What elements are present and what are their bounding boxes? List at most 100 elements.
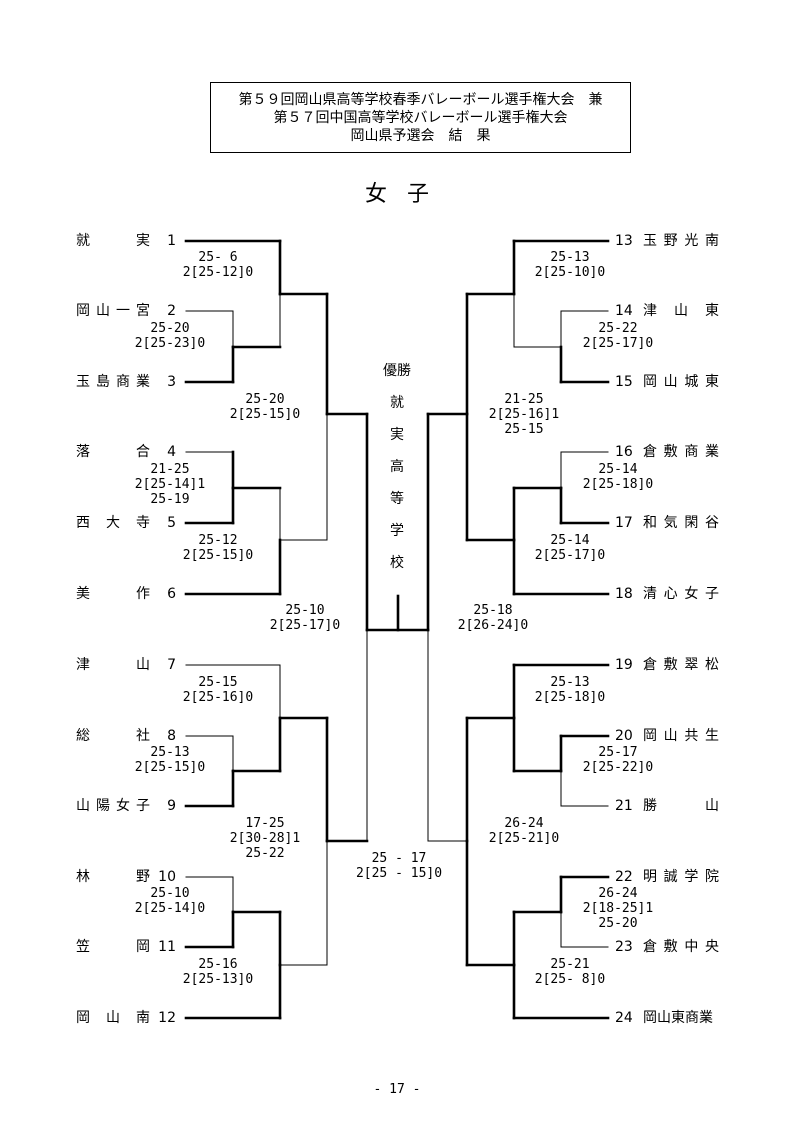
score-line: 25-22 bbox=[245, 846, 285, 861]
score-line: 25-13 bbox=[150, 745, 190, 760]
score-line: 2[18-25]1 bbox=[582, 901, 654, 916]
champion-char: 実 bbox=[390, 427, 404, 443]
team-number: 6 bbox=[167, 586, 176, 602]
score-line: 25-22 bbox=[598, 321, 638, 336]
score-line: 25-20 bbox=[245, 392, 285, 407]
score-line: 2[25-17]0 bbox=[269, 618, 341, 633]
score-line: 25-10 bbox=[285, 603, 325, 618]
team-entry-left: 総社 8 bbox=[76, 728, 176, 744]
score-line: 2[30-28]1 bbox=[229, 831, 301, 846]
team-number: 24 bbox=[615, 1010, 633, 1026]
team-number: 8 bbox=[167, 728, 176, 744]
score-line: 2[25-13]0 bbox=[182, 972, 254, 987]
team-name: 総社 bbox=[76, 728, 150, 744]
score-line: 25-14 bbox=[550, 533, 590, 548]
score-line: 2[25-17]0 bbox=[534, 548, 606, 563]
score-line: 25-15 bbox=[198, 675, 238, 690]
score-line: 25-12 bbox=[198, 533, 238, 548]
champion-char: 高 bbox=[390, 459, 404, 475]
team-entry-left: 美作 6 bbox=[76, 586, 176, 602]
division-heading: 女子 bbox=[364, 182, 449, 207]
team-name: 岡山一宮 bbox=[76, 303, 150, 319]
champion-char: 就 bbox=[390, 395, 404, 411]
team-name: 岡山東商業 bbox=[643, 1010, 713, 1026]
team-number: 19 bbox=[615, 657, 633, 673]
score-line: 25-20 bbox=[598, 916, 638, 931]
team-entry-left: 津山 7 bbox=[76, 657, 176, 673]
score-line: 21-25 bbox=[504, 392, 544, 407]
score-line: 2[25-14]1 bbox=[134, 477, 206, 492]
team-name: 笠岡 bbox=[76, 939, 150, 955]
score-line: 2[25 - 15]0 bbox=[355, 866, 443, 881]
score-line: 25-19 bbox=[150, 492, 190, 507]
team-number: 10 bbox=[158, 869, 176, 885]
team-entry-right: 23 倉敷中央 bbox=[615, 939, 719, 955]
team-number: 3 bbox=[167, 374, 176, 390]
team-number: 17 bbox=[615, 515, 633, 531]
team-number: 21 bbox=[615, 798, 633, 814]
team-name: 津山 bbox=[76, 657, 150, 673]
team-number: 13 bbox=[615, 233, 633, 249]
score-line: 2[25-22]0 bbox=[582, 760, 654, 775]
score-line: 2[25-23]0 bbox=[134, 336, 206, 351]
score-line: 25-21 bbox=[550, 957, 590, 972]
team-number: 15 bbox=[615, 374, 633, 390]
title-line-3: 岡山県予選会 結 果 bbox=[350, 128, 491, 144]
score-line: 25-15 bbox=[504, 422, 544, 437]
team-name: 倉敷商業 bbox=[643, 444, 719, 460]
score-line: 17-25 bbox=[245, 816, 285, 831]
score-line: 25-18 bbox=[473, 603, 513, 618]
team-name: 倉敷中央 bbox=[643, 939, 719, 955]
team-number: 23 bbox=[615, 939, 633, 955]
team-number: 1 bbox=[167, 233, 176, 249]
score-line: 2[25-15]0 bbox=[134, 760, 206, 775]
team-number: 7 bbox=[167, 657, 176, 673]
page-number: - 17 - bbox=[373, 1082, 421, 1097]
score-line: 26-24 bbox=[504, 816, 544, 831]
score-line: 25-17 bbox=[598, 745, 638, 760]
score-line: 2[25-18]0 bbox=[534, 690, 606, 705]
team-name: 倉敷翠松 bbox=[643, 657, 719, 673]
team-name: 明誠学院 bbox=[643, 869, 719, 885]
score-line: 25-14 bbox=[598, 462, 638, 477]
team-number: 5 bbox=[167, 515, 176, 531]
score-line: 2[25-18]0 bbox=[582, 477, 654, 492]
team-entry-right: 24 岡山東商業 bbox=[615, 1010, 719, 1026]
team-name: 美作 bbox=[76, 586, 150, 602]
score-line: 25-13 bbox=[550, 675, 590, 690]
score-line: 2[25-12]0 bbox=[182, 265, 254, 280]
team-number: 20 bbox=[615, 728, 633, 744]
team-name: 津山東 bbox=[643, 303, 719, 319]
title-line-1: 第５９回岡山県高等学校春季バレーボール選手権大会 兼 bbox=[238, 92, 603, 108]
title-box: 第５９回岡山県高等学校春季バレーボール選手権大会 兼 第５７回中国高等学校バレー… bbox=[210, 82, 631, 153]
team-name: 落合 bbox=[76, 444, 150, 460]
team-name: 岡山城東 bbox=[643, 374, 719, 390]
score-line: 26-24 bbox=[598, 886, 638, 901]
champion-char: 校 bbox=[390, 555, 404, 571]
